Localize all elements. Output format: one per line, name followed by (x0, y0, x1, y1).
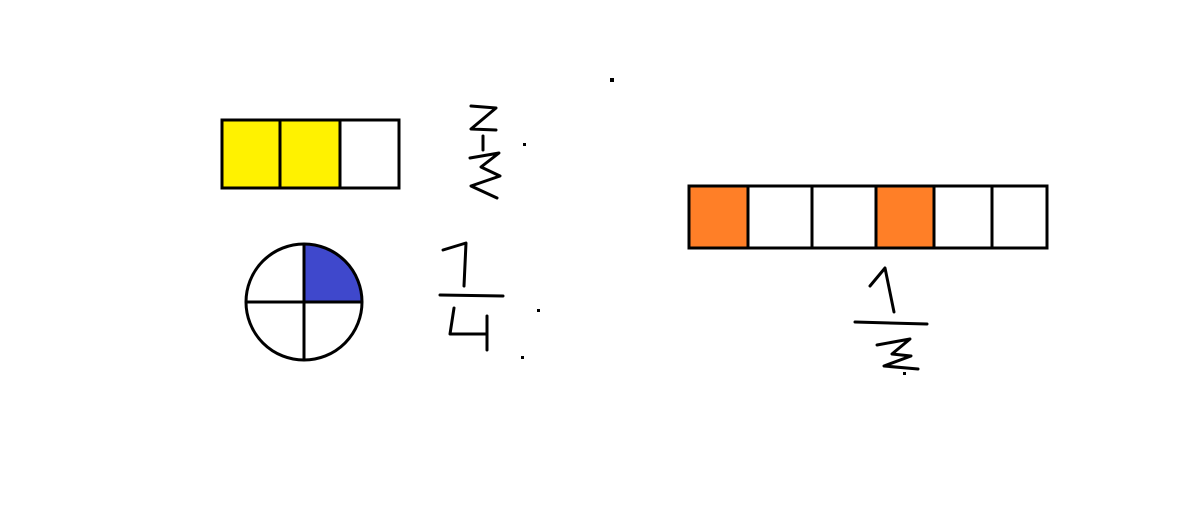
label-one-third (853, 266, 929, 371)
yellow-bar (220, 118, 401, 190)
orange-bar-cell-3 (810, 184, 878, 250)
digit-three-rotated (468, 151, 502, 200)
digit-three (875, 337, 920, 371)
label-dot (521, 356, 524, 359)
yellow-bar-cell-3 (338, 118, 401, 190)
yellow-bar-cell-2 (278, 118, 342, 190)
digit-two-rotated (469, 104, 498, 132)
stray-dot (610, 78, 614, 82)
label-one-fourth (438, 241, 505, 352)
label-two-thirds (468, 104, 502, 200)
digit-one (441, 241, 468, 288)
label-dot (537, 309, 540, 312)
orange-bar-cell-2 (746, 184, 814, 250)
circle-quarter-shaded (304, 244, 362, 302)
orange-bar-cell-1 (687, 184, 750, 250)
orange-bar-cell-4 (874, 184, 936, 250)
blue-circle (244, 242, 364, 362)
label-dot (523, 143, 526, 146)
fraction-bar (438, 293, 505, 298)
fraction-bar (853, 320, 929, 326)
digit-one (868, 266, 896, 314)
label-dot (903, 372, 906, 375)
orange-bar-cell-6 (990, 184, 1049, 250)
orange-bar-cell-5 (932, 184, 994, 250)
digit-four (448, 306, 489, 352)
orange-bar (687, 184, 1049, 250)
yellow-bar-cell-1 (220, 118, 282, 190)
